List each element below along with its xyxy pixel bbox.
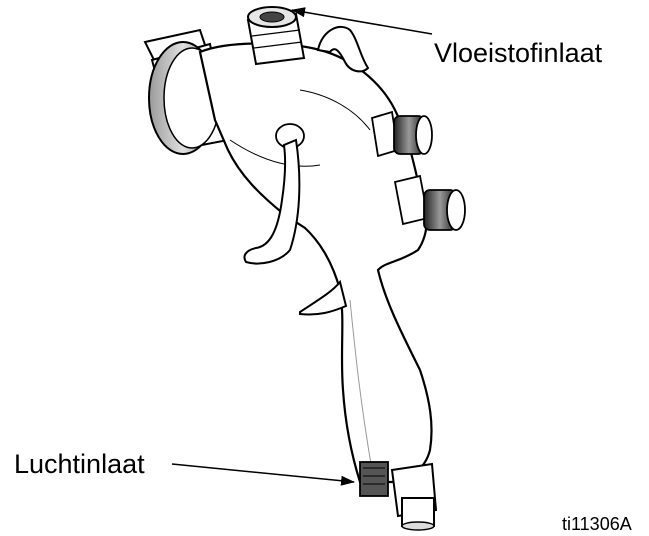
air-inlet-fitting	[360, 462, 436, 530]
fluid-inlet-fitting	[248, 7, 304, 64]
figure-id-label: ti11306A	[562, 515, 632, 533]
air-inlet-leader	[172, 464, 354, 482]
air-inlet-label: Luchtinlaat	[14, 451, 145, 478]
gun-body	[200, 44, 432, 483]
finger-rest	[300, 282, 346, 315]
fluid-inlet-label: Vloeistofinlaat	[434, 40, 602, 67]
fluid-inlet-leader	[292, 10, 432, 34]
fan-adjust-knob	[372, 112, 432, 156]
fluid-adjust-knob	[395, 176, 465, 230]
